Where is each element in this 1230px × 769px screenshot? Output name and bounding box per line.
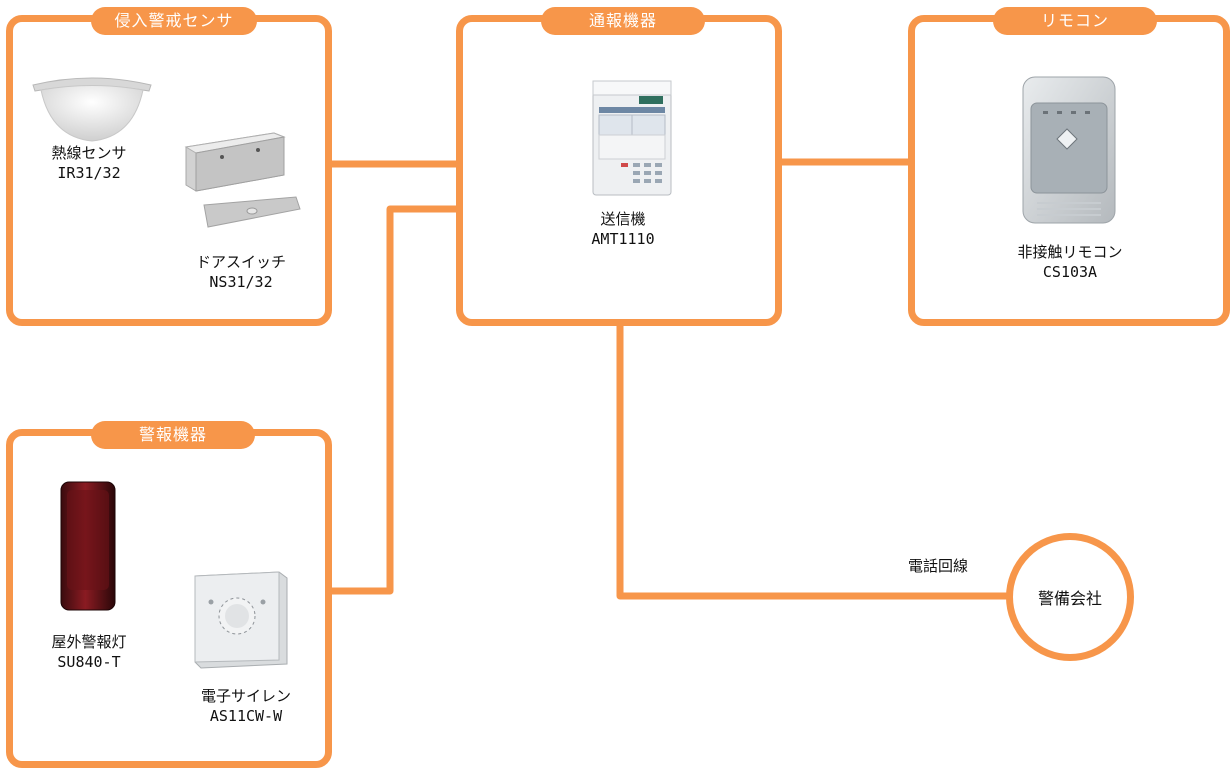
door-switch-icon (184, 132, 301, 228)
device-name: 屋外警報灯 (51, 633, 127, 651)
line-phone (616, 322, 1012, 600)
phone-line-label: 電話回線 (908, 557, 969, 575)
panel-intrusion-sensors: 侵入警戒センサ 熱線センサ IR31/32 ドアスイッチ NS31/32 (6, 7, 332, 326)
panel-title-communication: 通報機器 (541, 7, 705, 35)
ceiling-sensor-icon (32, 77, 152, 142)
device-model: IR31/32 (57, 164, 121, 182)
device-model: CS103A (1042, 263, 1098, 281)
device-caption-heat-sensor: 熱線センサ IR31/32 (19, 143, 159, 183)
panel-title-intrusion: 侵入警戒センサ (91, 7, 257, 35)
panel-title-remote: リモコン (993, 7, 1157, 35)
siren-box-icon (194, 571, 288, 669)
transmitter-panel-icon (592, 80, 672, 196)
panel-alarm: 警報機器 屋外警報灯 SU840-T 電子サイレン AS11CW-W (6, 421, 332, 768)
security-company-label: 警備会社 (1037, 589, 1102, 608)
warning-light-icon (60, 481, 116, 611)
security-company-node: 警備会社 (1006, 533, 1134, 661)
device-name: 非接触リモコン (1017, 243, 1123, 261)
device-name: ドアスイッチ (195, 253, 286, 271)
device-name: 送信機 (600, 210, 646, 228)
panel-communication: 通報機器 送信機 AMT1110 (456, 7, 782, 326)
device-caption-remote: 非接触リモコン CS103A (995, 242, 1145, 282)
device-model: NS31/32 (209, 273, 273, 291)
line-alarm-to-transmitter (328, 205, 460, 595)
device-name: 熱線センサ (51, 144, 127, 162)
device-caption-transmitter: 送信機 AMT1110 (563, 209, 683, 249)
device-caption-siren: 電子サイレン AS11CW-W (171, 686, 321, 726)
device-caption-warning-light: 屋外警報灯 SU840-T (29, 632, 149, 672)
panel-title-alarm: 警報機器 (91, 421, 255, 449)
device-model: AS11CW-W (209, 707, 283, 725)
device-name: 電子サイレン (200, 687, 291, 705)
contactless-reader-icon (1022, 76, 1116, 224)
device-model: AMT1110 (591, 230, 655, 248)
device-caption-door-switch: ドアスイッチ NS31/32 (171, 252, 311, 292)
device-model: SU840-T (57, 653, 121, 671)
panel-remote: リモコン 非接触リモコン CS103A (908, 7, 1230, 326)
